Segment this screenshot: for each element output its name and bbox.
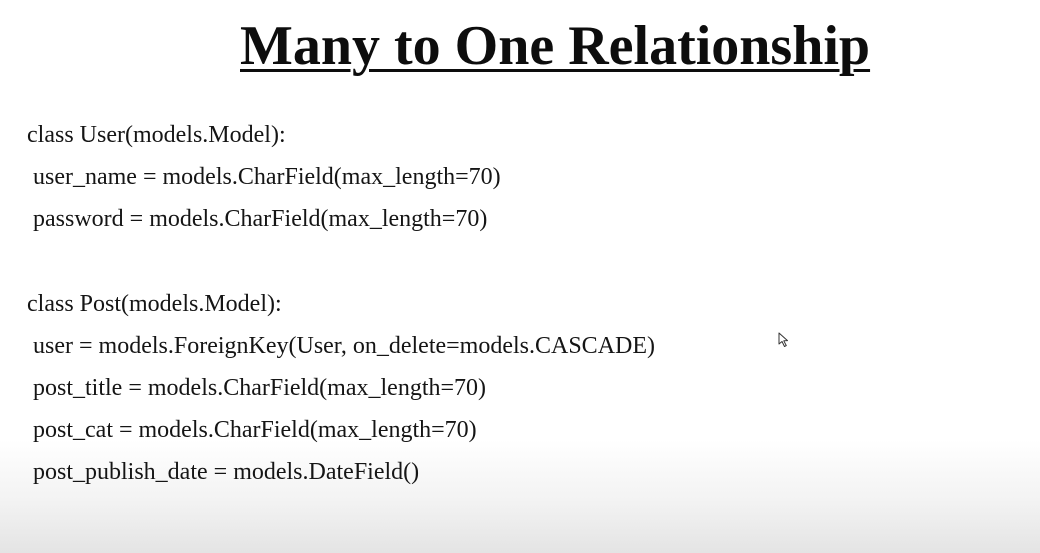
code-line-password: password = models.CharField(max_length=7… (33, 206, 488, 232)
code-line-post-title: post_title = models.CharField(max_length… (33, 375, 487, 401)
code-line-class-user: class User(models.Model): (27, 122, 286, 148)
code-line-post-cat: post_cat = models.CharField(max_length=7… (33, 417, 477, 443)
code-line-user-name: user_name = models.CharField(max_length=… (33, 164, 501, 190)
slide-title: Many to One Relationship (240, 15, 871, 77)
code-line-user-foreign-key: user = models.ForeignKey(User, on_delete… (33, 333, 656, 359)
mouse-pointer-icon (778, 332, 788, 347)
code-line-post-publish-date: post_publish_date = models.DateField() (33, 459, 420, 485)
code-line-class-post: class Post(models.Model): (27, 291, 282, 317)
